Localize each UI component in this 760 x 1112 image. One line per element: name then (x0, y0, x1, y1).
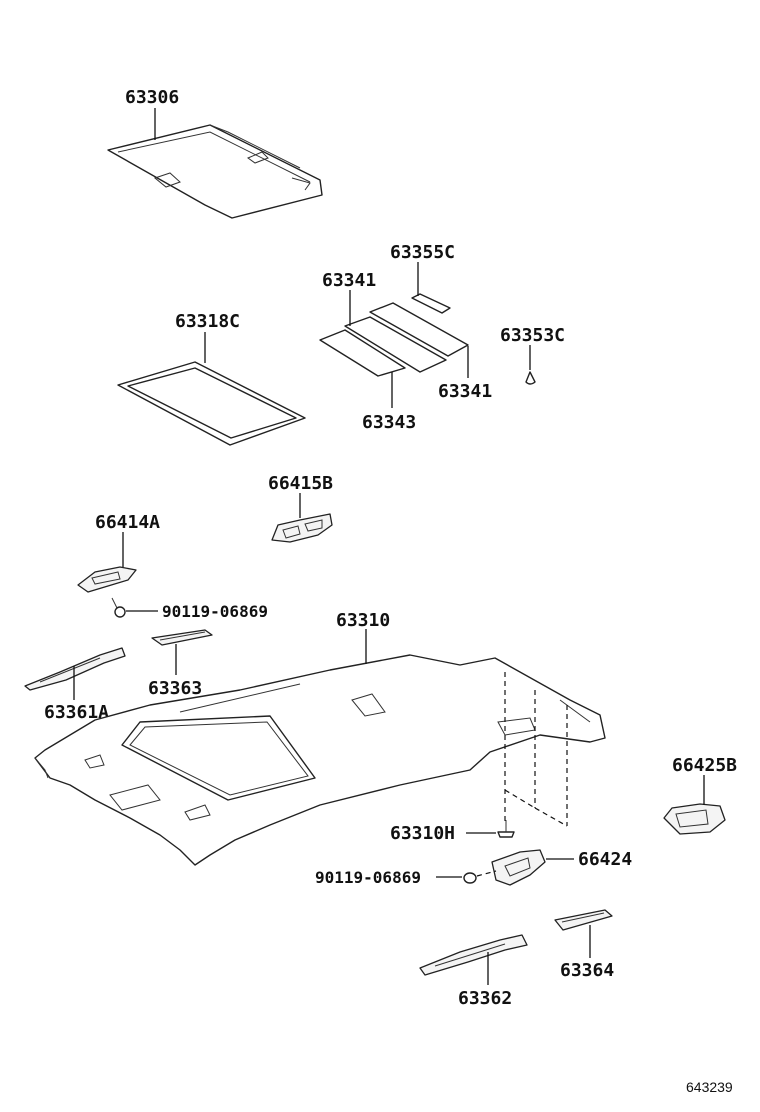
part-66414a-lamp (77, 566, 137, 593)
part-63341-pads (319, 293, 469, 377)
label-63353c: 63353C (500, 325, 565, 346)
label-63361a: 63361A (44, 702, 109, 723)
label-66424: 66424 (578, 849, 632, 870)
label-66415b: 66415B (268, 473, 333, 494)
label-63363: 63363 (148, 678, 202, 699)
part-63310h-clip (497, 820, 515, 838)
part-63363-console (151, 629, 213, 646)
part-63318c-frame (117, 361, 306, 446)
label-66425b: 66425B (672, 755, 737, 776)
label-90119-top: 90119-06869 (162, 602, 268, 621)
label-66414a: 66414A (95, 512, 160, 533)
label-63341-bottom: 63341 (438, 381, 492, 402)
part-63310-headliner (34, 654, 606, 866)
label-63310: 63310 (336, 610, 390, 631)
part-63362-trim (419, 934, 528, 976)
part-66425b-lamp (663, 803, 726, 835)
label-63306: 63306 (125, 87, 179, 108)
label-90119-bottom: 90119-06869 (315, 868, 421, 887)
part-63361a-trim (24, 647, 126, 691)
label-63318c: 63318C (175, 311, 240, 332)
part-63306-sunshade (107, 124, 323, 219)
part-90119-screw-bottom (463, 870, 497, 884)
part-66424-bracket (491, 849, 546, 886)
label-63364: 63364 (560, 960, 614, 981)
label-63341-top: 63341 (322, 270, 376, 291)
label-63355c: 63355C (390, 242, 455, 263)
label-63343: 63343 (362, 412, 416, 433)
dashed-guides (504, 672, 568, 827)
figure-number: 643239 (686, 1079, 733, 1095)
part-90119-screw-top (111, 597, 126, 618)
part-66415b-lamp (271, 513, 333, 543)
part-63364-console (554, 909, 613, 931)
label-63362: 63362 (458, 988, 512, 1009)
part-63353c-clip (525, 371, 536, 385)
label-63310h: 63310H (390, 823, 455, 844)
